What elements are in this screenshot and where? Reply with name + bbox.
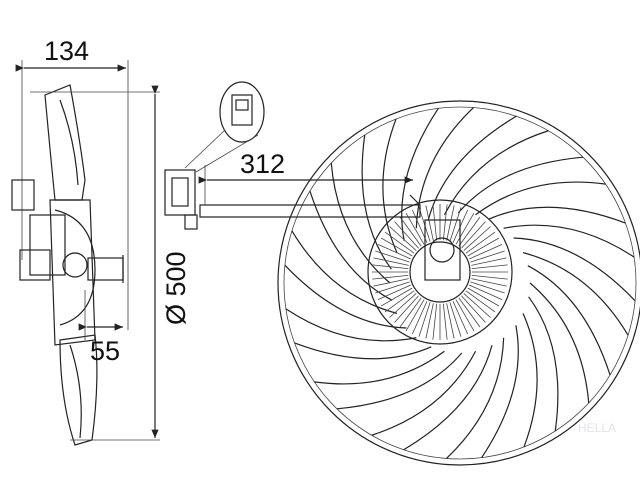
hub-fin (470, 250, 505, 263)
hub-fin (449, 302, 462, 337)
dimension-diameter-label: Ø 500 (161, 251, 191, 325)
hub-fin (449, 207, 462, 242)
hub-fin (471, 274, 508, 280)
hub-fin (377, 243, 411, 260)
dimension-312-label: 312 (240, 149, 285, 179)
hub-fin (394, 221, 419, 249)
dimension-55-label: 55 (90, 336, 120, 366)
hub-fin (377, 284, 411, 301)
hub-fin (425, 205, 434, 241)
hub-fin (384, 290, 415, 313)
hub-fin (442, 204, 448, 241)
connector-detail-callout (219, 81, 265, 143)
wire-harness (199, 204, 421, 218)
fan-outer-ring (277, 100, 640, 466)
fan-blade (522, 296, 559, 448)
fan-blade (284, 230, 407, 329)
hub-fin (411, 301, 428, 335)
electrical-connector (164, 169, 196, 216)
hub-fin (380, 287, 413, 307)
hub-fin (471, 278, 507, 287)
hub-fin (389, 226, 417, 251)
fan-blade (457, 156, 606, 216)
hub-fin (405, 212, 425, 245)
fan-blade (488, 206, 635, 258)
hub-fin (471, 264, 508, 270)
hub-fin (467, 287, 500, 307)
hub-fin (465, 231, 496, 254)
watermark-logo: HELLA (578, 421, 616, 435)
hub-fin (469, 243, 503, 260)
hub-fin (469, 284, 503, 301)
hub-fin (399, 297, 422, 328)
hub-fin (461, 295, 486, 323)
hub-fin (432, 204, 438, 241)
fan-blade (285, 308, 432, 360)
hub-fin (375, 281, 410, 294)
hub-fin (463, 226, 491, 251)
hub-fin (373, 257, 409, 266)
hub-fin (463, 293, 491, 318)
hub-fin (372, 274, 409, 280)
fan-clutch-hub (367, 199, 513, 345)
hub-fin (455, 212, 475, 245)
fan-blade (371, 345, 493, 451)
fan-blades (284, 107, 636, 459)
front-view (164, 81, 640, 466)
hub-fin (465, 290, 496, 313)
hub-fin (418, 302, 431, 337)
hub-fin (446, 205, 455, 241)
hub-fin (389, 293, 417, 318)
side-view (11, 60, 160, 446)
hub-fin (399, 216, 422, 247)
fan-blade (427, 115, 549, 221)
hub-fin (432, 303, 438, 340)
hub-fin (467, 237, 500, 257)
hub-fin (471, 257, 507, 266)
hub-fin (425, 303, 434, 339)
hub-fin (405, 299, 425, 332)
dimension-134-label: 134 (44, 36, 89, 66)
hub-fin (470, 281, 505, 294)
fan-blade (527, 265, 611, 404)
hub-fins (372, 204, 508, 340)
hub-fin (394, 295, 419, 323)
hub-fin (458, 297, 481, 328)
hub-fin (373, 278, 409, 287)
fan-blade (446, 325, 519, 459)
hub-fin (375, 250, 410, 263)
hub-fin (380, 237, 413, 257)
fan-blade (513, 237, 636, 336)
hub-fin (455, 299, 475, 332)
hub-fin (446, 303, 455, 339)
hub-fin (458, 216, 481, 247)
hub-fin (461, 221, 486, 249)
fan-blade (314, 350, 463, 410)
fan-blade (361, 118, 398, 270)
fan-blade (401, 107, 474, 241)
hub-fin (384, 231, 415, 254)
hub-fin (452, 301, 469, 335)
hub-fin (442, 303, 448, 340)
hub-fin (372, 264, 409, 270)
